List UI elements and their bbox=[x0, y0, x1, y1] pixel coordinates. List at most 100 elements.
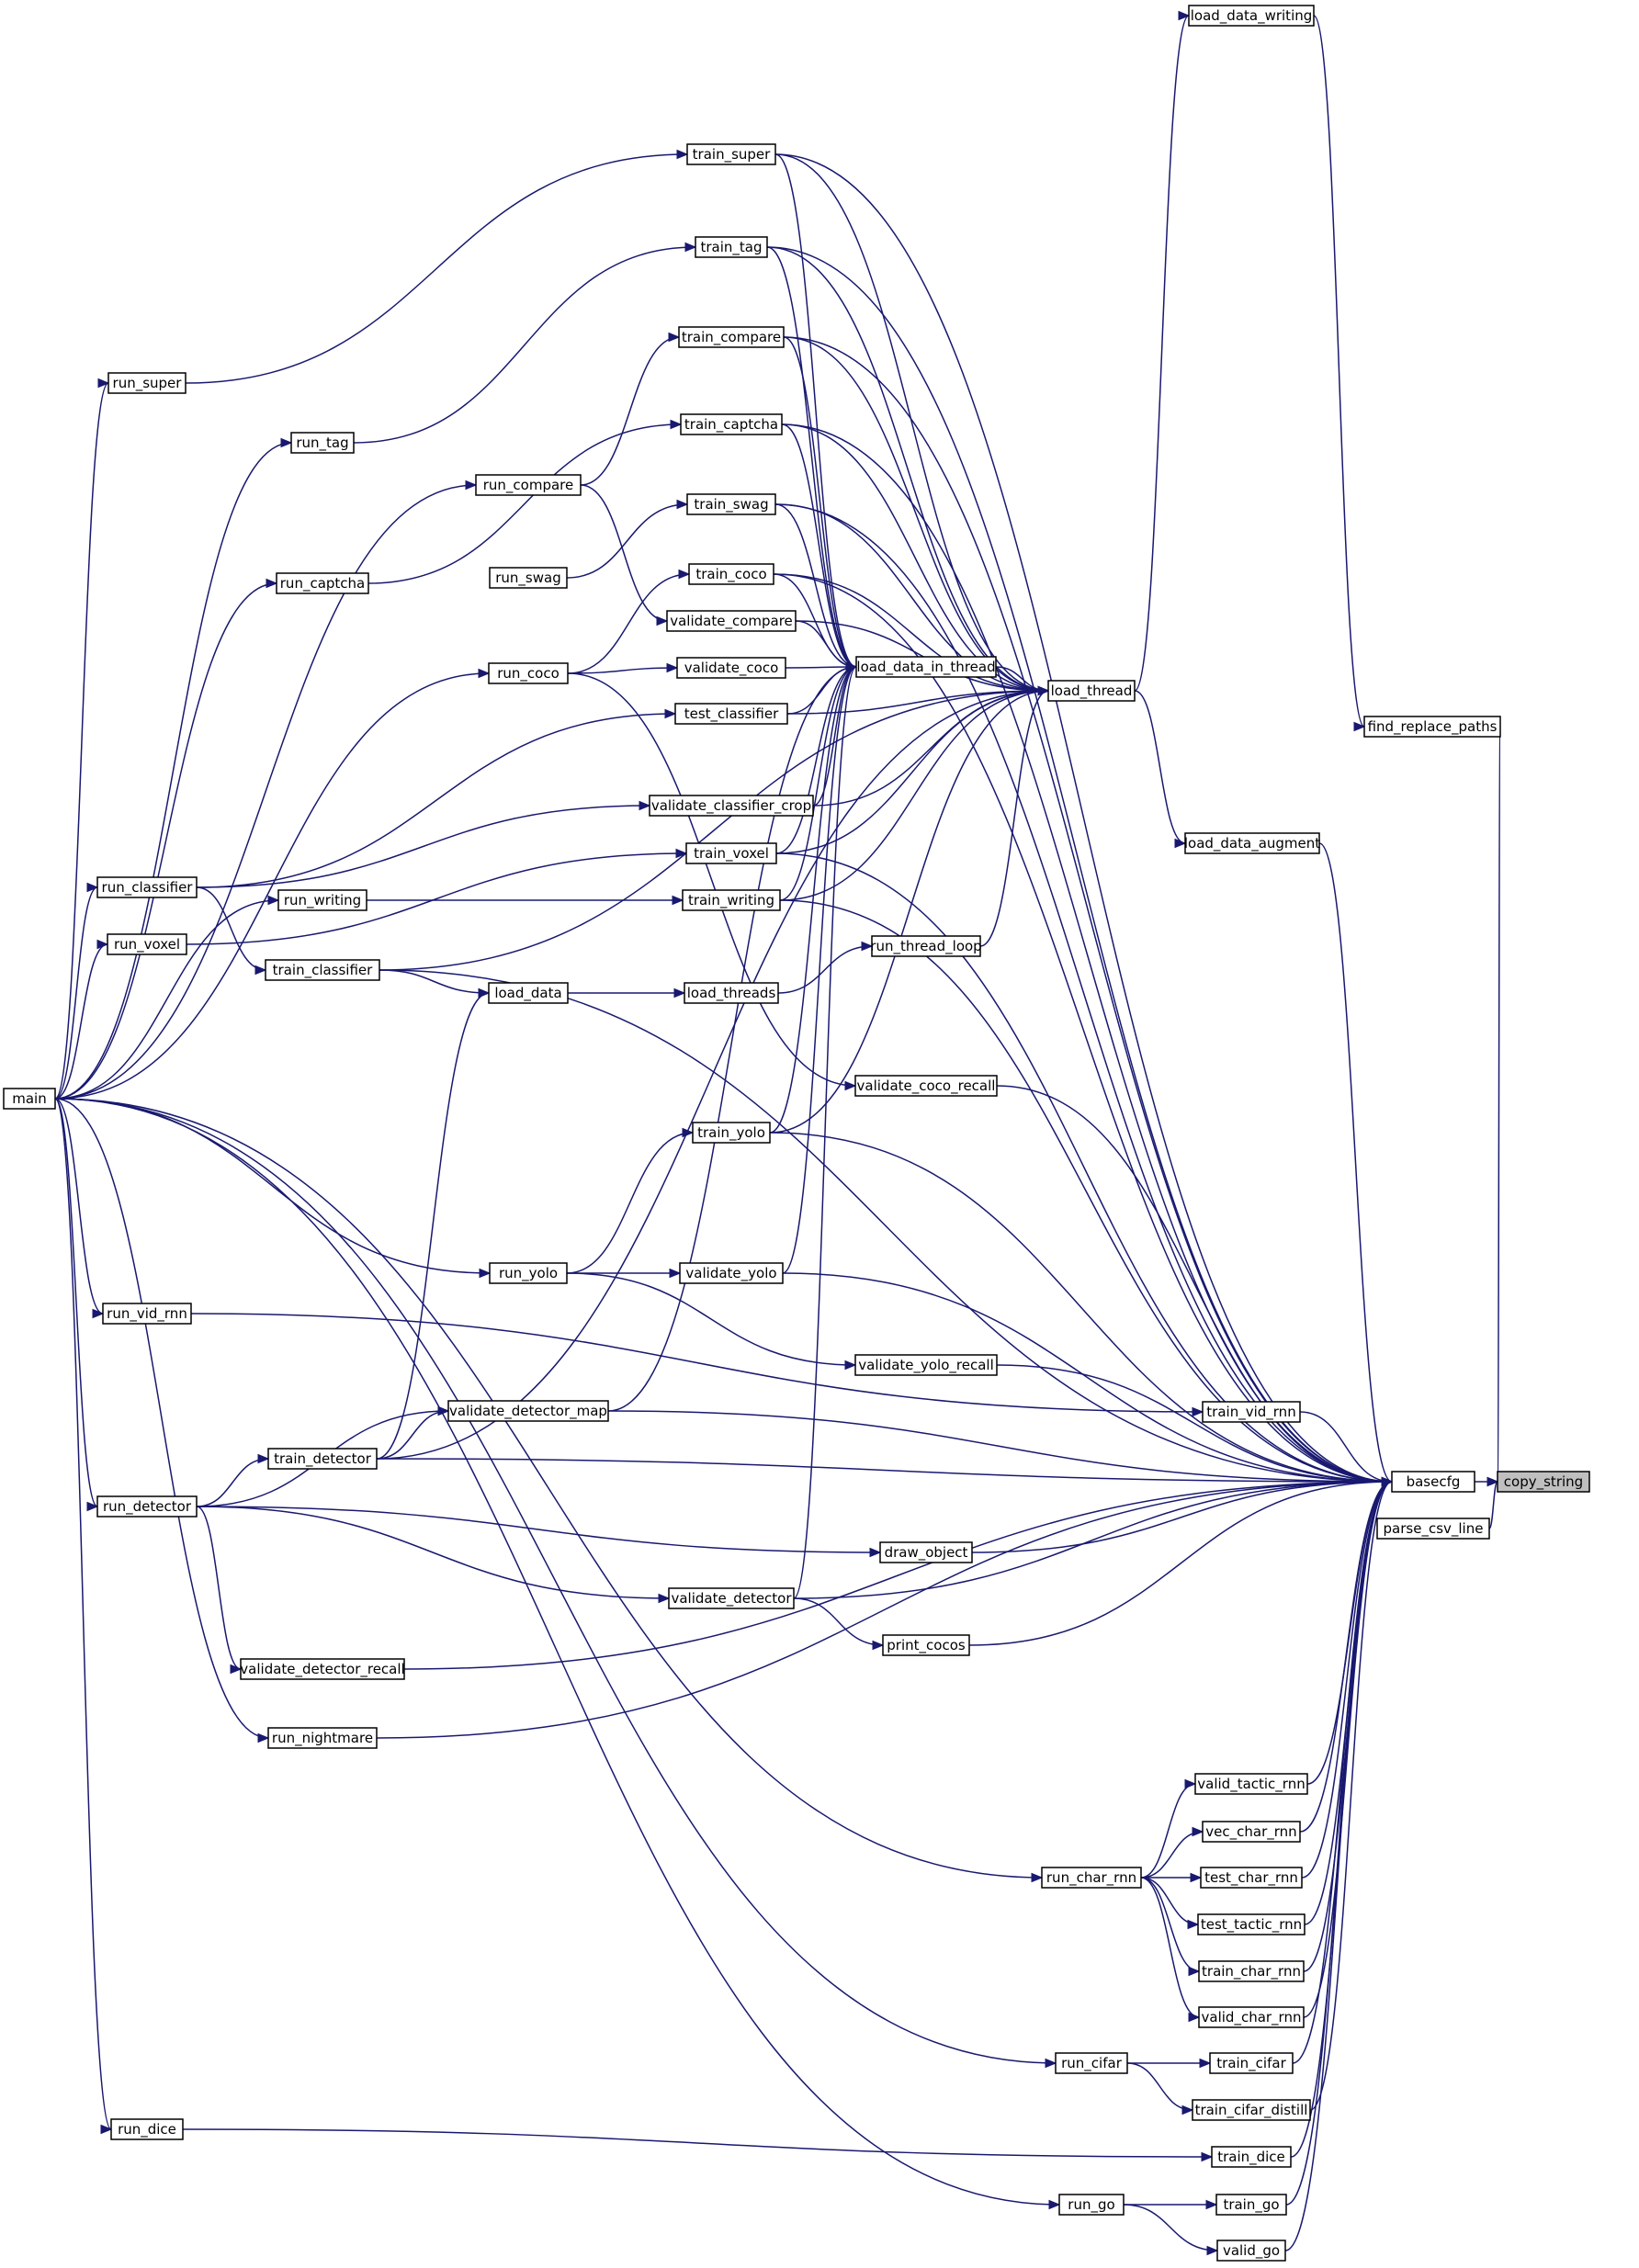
node-load-data-augment[interactable]: load_data_augment bbox=[1184, 832, 1320, 854]
node-validate-yolo-recall[interactable]: validate_yolo_recall bbox=[854, 1354, 998, 1376]
node-label: train_char_rnn bbox=[1202, 1963, 1301, 1980]
node-vec-char-rnn[interactable]: vec_char_rnn bbox=[1202, 1821, 1301, 1843]
edge-line bbox=[1140, 1783, 1196, 1879]
node-validate-coco[interactable]: validate_coco bbox=[676, 657, 786, 679]
node-run-detector[interactable]: run_detector bbox=[96, 1495, 198, 1518]
node-box bbox=[685, 842, 777, 864]
edge-line bbox=[567, 573, 690, 674]
node-load-thread[interactable]: load_thread bbox=[1047, 680, 1136, 702]
node-box bbox=[1188, 5, 1315, 27]
node-box bbox=[1376, 1518, 1490, 1540]
node-box bbox=[1192, 2099, 1311, 2121]
node-label: train_dice bbox=[1217, 2149, 1285, 2166]
node-valid-char-rnn[interactable]: valid_char_rnn bbox=[1198, 2006, 1305, 2028]
arrowhead bbox=[676, 499, 689, 510]
node-train-captcha[interactable]: train_captcha bbox=[680, 413, 783, 435]
node-test-char-rnn[interactable]: test_char_rnn bbox=[1200, 1867, 1303, 1889]
node-run-char-rnn[interactable]: run_char_rnn bbox=[1041, 1867, 1142, 1889]
node-run-nightmare[interactable]: run_nightmare bbox=[267, 1727, 378, 1749]
node-basecfg[interactable]: basecfg bbox=[1391, 1471, 1475, 1493]
edge-line bbox=[54, 382, 109, 1100]
node-validate-classifier-crop[interactable]: validate_classifier_crop bbox=[649, 795, 814, 817]
node-draw-object[interactable]: draw_object bbox=[879, 1541, 973, 1563]
node-box bbox=[1391, 1471, 1475, 1493]
node-main[interactable]: main bbox=[3, 1088, 56, 1110]
arrowhead bbox=[666, 662, 679, 673]
edge-train_tag-to-load_thread bbox=[766, 246, 1050, 696]
node-train-swag[interactable]: train_swag bbox=[686, 493, 776, 515]
node-valid-go[interactable]: valid_go bbox=[1216, 2240, 1286, 2262]
edge-main-to-run_cifar bbox=[54, 1098, 1057, 2069]
node-train-cifar[interactable]: train_cifar bbox=[1209, 2052, 1294, 2074]
node-run-thread-loop[interactable]: run_thread_loop bbox=[870, 935, 982, 957]
node-run-captcha[interactable]: run_captcha bbox=[276, 572, 369, 594]
node-box bbox=[277, 889, 367, 911]
node-run-super[interactable]: run_super bbox=[107, 372, 187, 394]
node-train-coco[interactable]: train_coco bbox=[688, 563, 774, 585]
node-run-cifar[interactable]: run_cifar bbox=[1055, 2052, 1128, 2074]
node-valid-tactic-rnn[interactable]: valid_tactic_rnn bbox=[1194, 1773, 1308, 1795]
node-run-voxel[interactable]: run_voxel bbox=[107, 933, 187, 955]
node-run-tag[interactable]: run_tag bbox=[290, 432, 355, 454]
node-validate-detector[interactable]: validate_detector bbox=[668, 1587, 795, 1609]
node-label: validate_yolo bbox=[685, 1265, 776, 1282]
node-train-detector[interactable]: train_detector bbox=[267, 1448, 378, 1470]
node-train-cifar-distill[interactable]: train_cifar_distill bbox=[1192, 2099, 1311, 2121]
node-train-char-rnn[interactable]: train_char_rnn bbox=[1198, 1960, 1305, 1982]
arrowhead bbox=[266, 578, 278, 589]
node-run-compare[interactable]: run_compare bbox=[475, 474, 582, 496]
node-load-data[interactable]: load_data bbox=[488, 982, 569, 1004]
node-train-dice[interactable]: train_dice bbox=[1211, 2146, 1292, 2168]
node-test-classifier[interactable]: test_classifier bbox=[674, 703, 788, 725]
node-run-go[interactable]: run_go bbox=[1058, 2194, 1125, 2216]
node-train-writing[interactable]: train_writing bbox=[682, 889, 781, 911]
edge-train_swag-to-basecfg bbox=[774, 503, 1394, 1487]
node-load-threads[interactable]: load_threads bbox=[684, 982, 779, 1004]
node-box bbox=[489, 567, 568, 589]
node-label: run_classifier bbox=[102, 879, 194, 897]
node-train-vid-rnn[interactable]: train_vid_rnn bbox=[1202, 1401, 1301, 1423]
edge-run_go-to-valid_go bbox=[1123, 2204, 1219, 2256]
node-find-replace-paths[interactable]: find_replace_paths bbox=[1363, 716, 1501, 738]
node-run-classifier[interactable]: run_classifier bbox=[96, 876, 198, 898]
node-train-yolo[interactable]: train_yolo bbox=[692, 1122, 771, 1144]
node-run-yolo[interactable]: run_yolo bbox=[489, 1262, 568, 1284]
edge-line bbox=[196, 1458, 269, 1507]
node-train-super[interactable]: train_super bbox=[686, 143, 776, 165]
node-run-swag[interactable]: run_swag bbox=[489, 567, 568, 589]
node-box bbox=[1058, 2194, 1125, 2216]
edge-line bbox=[1140, 1831, 1204, 1879]
edge-train_detector-to-load_data bbox=[376, 987, 491, 1460]
arrowhead bbox=[1174, 838, 1187, 849]
node-validate-yolo[interactable]: validate_yolo bbox=[679, 1262, 784, 1284]
node-validate-detector-map[interactable]: validate_detector_map bbox=[447, 1400, 609, 1422]
node-label: train_super bbox=[693, 146, 771, 164]
node-train-go[interactable]: train_go bbox=[1215, 2194, 1287, 2216]
node-validate-coco-recall[interactable]: validate_coco_recall bbox=[854, 1075, 998, 1097]
node-run-writing[interactable]: run_writing bbox=[277, 889, 367, 911]
node-train-compare[interactable]: train_compare bbox=[678, 326, 785, 348]
node-run-dice[interactable]: run_dice bbox=[110, 2118, 184, 2140]
edge-line bbox=[785, 666, 857, 669]
node-run-vid-rnn[interactable]: run_vid_rnn bbox=[102, 1303, 192, 1325]
arrowhead bbox=[844, 1360, 857, 1371]
node-validate-compare[interactable]: validate_compare bbox=[666, 610, 797, 632]
node-validate-detector-recall[interactable]: validate_detector_recall bbox=[240, 1658, 405, 1680]
node-run-coco[interactable]: run_coco bbox=[488, 662, 569, 684]
node-label: run_captcha bbox=[280, 575, 365, 592]
arrowhead bbox=[479, 1268, 492, 1279]
node-test-tactic-rnn[interactable]: test_tactic_rnn bbox=[1197, 1913, 1306, 1935]
node-load-data-writing[interactable]: load_data_writing bbox=[1188, 5, 1315, 27]
node-train-voxel[interactable]: train_voxel bbox=[685, 842, 777, 864]
node-box bbox=[265, 959, 380, 981]
edge-line bbox=[793, 1597, 884, 1646]
graph-nodes: copy_string basecfg parse_csv_line find_rep… bbox=[3, 5, 1590, 2262]
node-parse-csv-line[interactable]: parse_csv_line bbox=[1376, 1518, 1490, 1540]
edge-train_super-to-load_data_in_thread bbox=[774, 153, 858, 672]
node-label: validate_coco_recall bbox=[857, 1078, 996, 1095]
node-train-tag[interactable]: train_tag bbox=[695, 236, 768, 258]
node-load-data-in-thread[interactable]: load_data_in_thread bbox=[855, 656, 997, 678]
node-print-cocos[interactable]: print_cocos bbox=[882, 1634, 970, 1656]
node-train-classifier[interactable]: train_classifier bbox=[265, 959, 380, 981]
node-copy-string[interactable]: copy_string bbox=[1497, 1471, 1590, 1493]
